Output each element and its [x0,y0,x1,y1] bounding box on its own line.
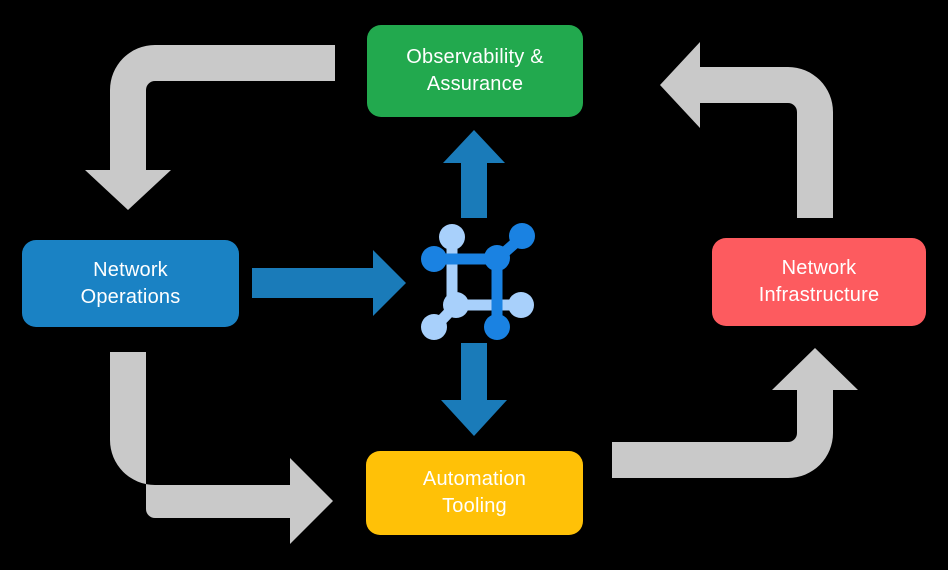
box-automation-tooling-line1: Automation [422,468,527,490]
box-network-operations-text: Network Operations [81,257,181,311]
box-automation-tooling-line2: Tooling [442,495,507,517]
arrow-operations-to-automation [110,352,333,544]
box-network-infrastructure-line2: Infrastructure [758,284,880,306]
arrow-operations-to-center [252,250,406,316]
box-network-operations-line2: Operations [80,285,181,308]
box-network-operations[interactable]: Network Operations [22,240,239,327]
box-network-infrastructure-text: Network Infrastructure [759,255,880,309]
arrow-center-to-observability [443,130,505,218]
box-observability-assurance-text: Observability & Assurance [406,44,544,98]
arrow-center-to-automation [441,343,507,436]
box-network-infrastructure-line1: Network [781,257,857,279]
box-automation-tooling[interactable]: Automation Tooling [366,451,583,535]
box-observability-assurance-line2: Assurance [426,73,524,95]
arrow-infrastructure-to-observability [660,42,833,218]
box-observability-assurance-line1: Observability & [406,46,544,68]
box-observability-assurance[interactable]: Observability & Assurance [367,25,583,117]
box-network-operations-line1: Network [93,258,168,281]
arrow-observability-to-operations [85,45,335,210]
arrow-automation-to-infrastructure [612,348,858,478]
box-automation-tooling-text: Automation Tooling [423,466,526,520]
box-network-infrastructure[interactable]: Network Infrastructure [712,238,926,326]
